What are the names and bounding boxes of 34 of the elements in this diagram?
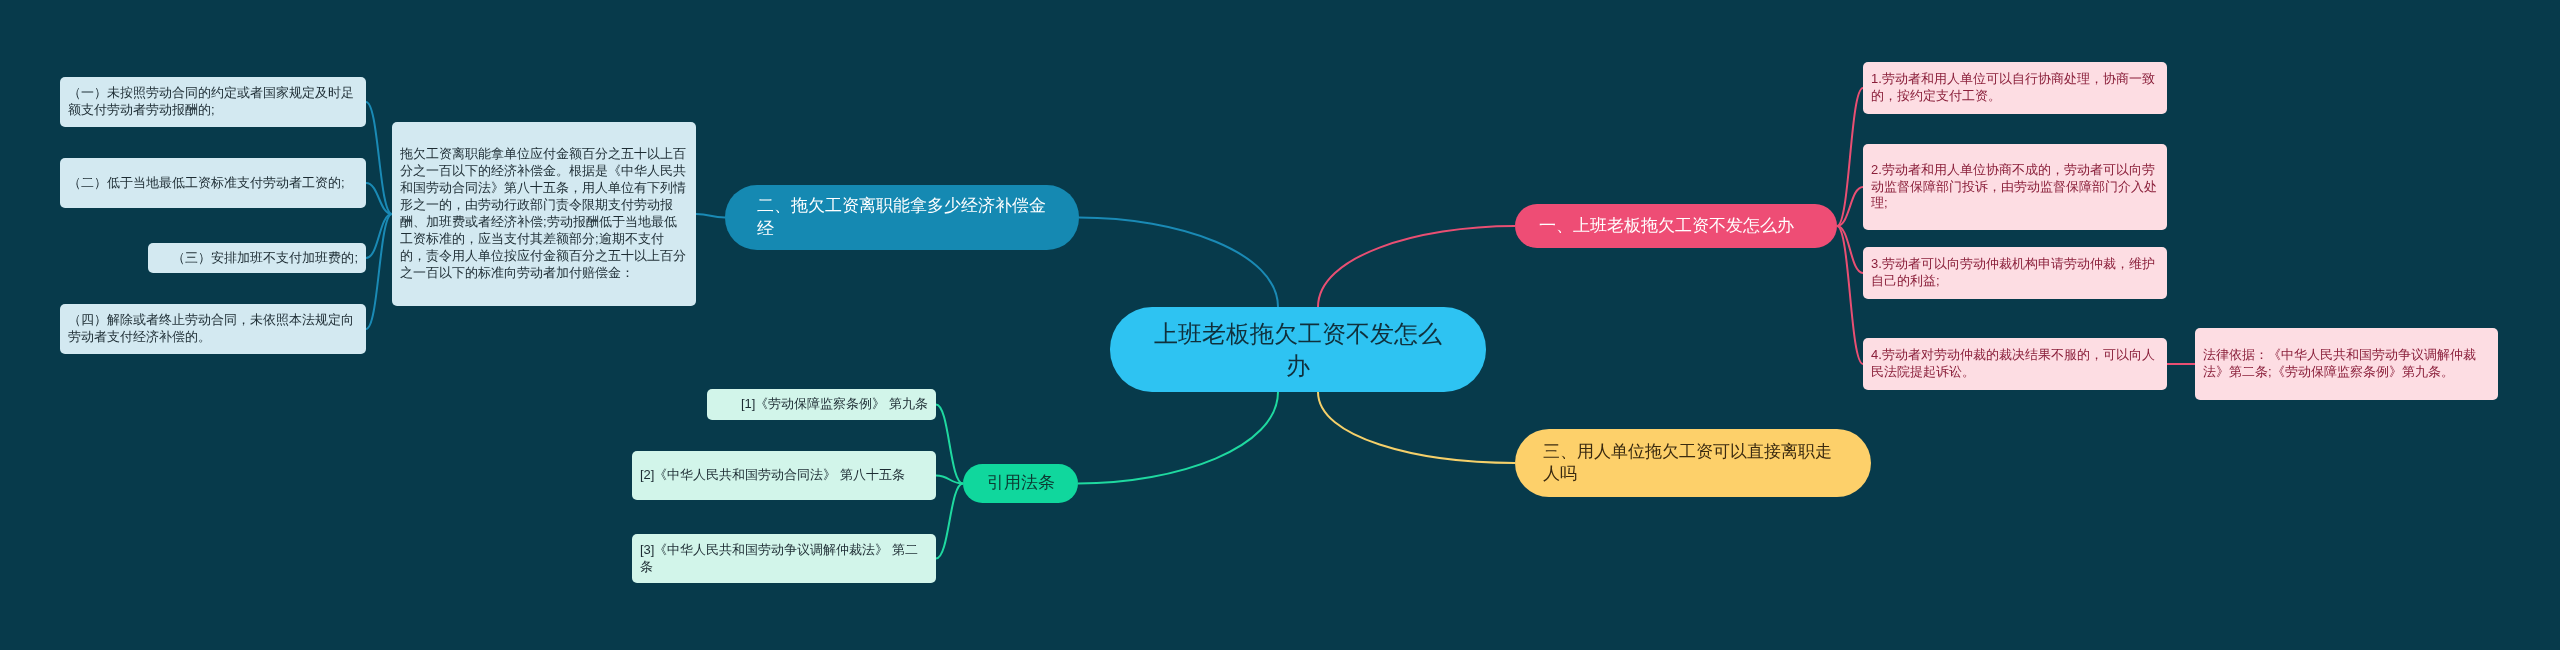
note-card: （四）解除或者终止劳动合同，未依照本法规定向劳动者支付经济补偿的。 xyxy=(60,304,366,354)
note-card: 4.劳动者对劳动仲裁的裁决结果不服的，可以向人民法院提起诉讼。 xyxy=(1863,338,2167,390)
note-card: [2]《中华人民共和国劳动合同法》 第八十五条 xyxy=(632,451,936,500)
connector-line xyxy=(1836,87,1864,227)
connector-line xyxy=(365,101,393,215)
connector-line xyxy=(365,213,393,330)
note-card: [3]《中华人民共和国劳动争议调解仲裁法》 第二条 xyxy=(632,534,936,583)
topic-pill: 二、拖欠工资离职能拿多少经济补偿金经 xyxy=(725,185,1079,250)
connector-line xyxy=(1077,391,1279,485)
central-topic: 上班老板拖欠工资不发怎么办 xyxy=(1110,307,1486,392)
topic-pill: 引用法条 xyxy=(963,464,1078,503)
note-card: （二）低于当地最低工资标准支付劳动者工资的; xyxy=(60,158,366,208)
connector-line xyxy=(1317,391,1516,464)
connector-line xyxy=(695,213,726,219)
connector-line xyxy=(1836,225,1864,274)
note-card: 3.劳动者可以向劳动仲裁机构申请劳动仲裁，维护自己的利益; xyxy=(1863,247,2167,299)
note-card: （三）安排加班不支付加班费的; xyxy=(148,243,366,273)
connector-line xyxy=(2166,363,2196,365)
connector-line xyxy=(935,474,964,485)
connector-line xyxy=(1078,216,1279,308)
note-card: [1]《劳动保障监察条例》 第九条 xyxy=(707,389,936,420)
note-card: 2.劳动者和用人单位协商不成的，劳动者可以向劳动监督保障部门投诉，由劳动监督保障部门介入处理; xyxy=(1863,144,2167,230)
connector-line xyxy=(1317,225,1516,308)
connector-line xyxy=(935,403,964,485)
topic-pill: 三、用人单位拖欠工资可以直接离职走人吗 xyxy=(1515,429,1871,497)
note-card: 法律依据：《中华人民共和国劳动争议调解仲裁法》第二条;《劳动保障监察条例》第九条。 xyxy=(2195,328,2498,400)
note-card: 拖欠工资离职能拿单位应付金额百分之五十以上百分之一百以下的经济补偿金。根据是《中华人民共和国劳动合同法》第八十五条，用人单位有下列情形之一的，由劳动行政部门责令限期支付劳动报酬、加班费或者经济补偿;劳动报酬低于当地最低工资标准的，应当支付其差额部分;逾期不支付的，责令用人单位按应付金额百分之五十以上百分之一百以下的标准向劳动者加付赔偿金： xyxy=(392,122,696,306)
note-card: 1.劳动者和用人单位可以自行协商处理，协商一致的，按约定支付工资。 xyxy=(1863,62,2167,114)
connector-line xyxy=(935,482,964,560)
topic-pill: 一、上班老板拖欠工资不发怎么办 xyxy=(1515,204,1837,248)
note-card: （一）未按照劳动合同的约定或者国家规定及时足额支付劳动者劳动报酬的; xyxy=(60,77,366,127)
connector-line xyxy=(365,182,393,215)
connector-line xyxy=(1836,225,1864,365)
connector-line xyxy=(1836,186,1864,227)
